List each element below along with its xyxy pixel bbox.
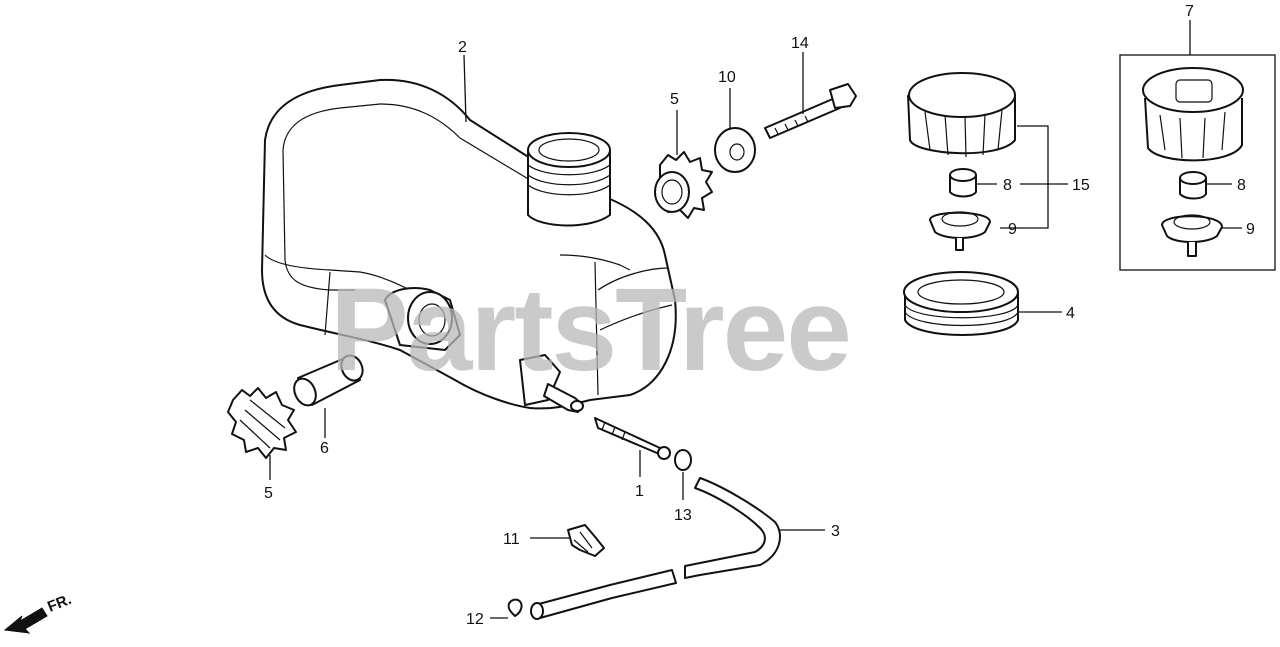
direction-label: FR. xyxy=(45,591,74,616)
leader-lines xyxy=(269,20,1242,619)
callout-3: 3 xyxy=(831,523,840,540)
grommet-bottom[interactable] xyxy=(227,387,297,459)
callout-2: 2 xyxy=(458,39,467,56)
front-arrow-icon xyxy=(3,607,48,634)
sleeve[interactable] xyxy=(290,352,367,409)
front-direction-indicator: FR. xyxy=(3,591,74,634)
callout-10: 10 xyxy=(718,69,736,86)
filler-ring[interactable] xyxy=(903,271,1019,336)
callout-12: 12 xyxy=(466,611,484,628)
watermark: PartsTree xyxy=(330,264,850,396)
callout-8-left: 8 xyxy=(1003,177,1012,194)
callout-13: 13 xyxy=(674,507,692,524)
callout-5-top: 5 xyxy=(670,91,679,108)
callout-6: 6 xyxy=(320,440,329,457)
alternate-cap-box xyxy=(1119,54,1276,271)
callout-4: 4 xyxy=(1066,305,1075,322)
callout-14: 14 xyxy=(791,35,809,52)
washer[interactable] xyxy=(714,127,756,173)
callout-7: 7 xyxy=(1185,3,1194,20)
callout-5-bottom: 5 xyxy=(264,485,273,502)
strainer[interactable] xyxy=(594,417,671,460)
callout-9-left: 9 xyxy=(1008,221,1017,238)
callout-15: 15 xyxy=(1072,177,1090,194)
fuel-hose[interactable] xyxy=(530,477,781,620)
clip-12[interactable] xyxy=(507,598,523,617)
callout-labels: 2 5 10 14 7 8 15 9 8 9 4 6 5 1 13 3 11 1… xyxy=(264,3,1255,628)
fuel-cap-assembly[interactable] xyxy=(907,72,1016,251)
callout-9-right: 9 xyxy=(1246,221,1255,238)
hose-clip[interactable] xyxy=(567,524,605,557)
callout-8-right: 8 xyxy=(1237,177,1246,194)
bolt[interactable] xyxy=(764,83,857,139)
fuel-tank[interactable] xyxy=(261,78,677,413)
callout-1: 1 xyxy=(635,483,644,500)
clip-13[interactable] xyxy=(674,449,692,471)
alternate-fuel-cap[interactable] xyxy=(1142,67,1244,257)
callout-11: 11 xyxy=(503,531,520,548)
grommet-top[interactable] xyxy=(654,151,713,219)
